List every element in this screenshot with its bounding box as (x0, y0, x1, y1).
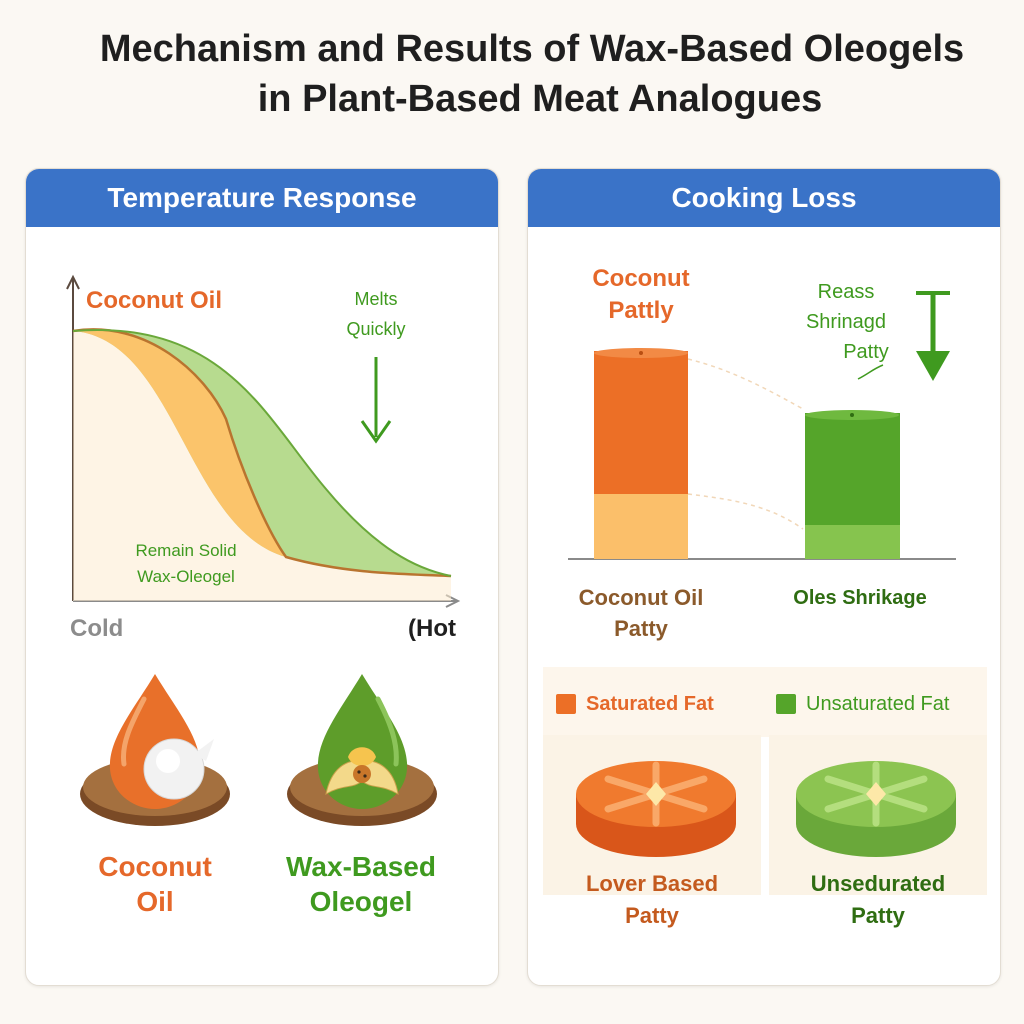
x-axis-hot-label: (Hot (408, 615, 456, 642)
main-title-line1: Mechanism and Results of Wax-Based Oleog… (99, 28, 965, 70)
left-patty-label-line1: Lover Based (585, 871, 719, 896)
cooking-loss-panel: Cooking Loss (527, 168, 1001, 986)
coconut-oil-icon-label-line2: Oil (136, 886, 174, 917)
oleogel-patty-bar (805, 410, 900, 559)
coconut-oil-patty-bar (594, 348, 688, 559)
reduction-down-arrow-icon (857, 291, 950, 381)
remain-solid-label-line2: Wax-Oleogel (137, 567, 235, 586)
saturated-fat-patty-icon (576, 761, 736, 857)
unsaturated-fat-patty-icon (796, 761, 956, 857)
reduced-shrinkage-label-line3: Patty (843, 341, 889, 363)
melts-quickly-label-line2: Quickly (346, 319, 406, 339)
wax-oleogel-curve (72, 329, 452, 577)
remain-solid-label-line1: Remain Solid (135, 541, 237, 560)
coconut-oil-curve-label: Coconut Oil (86, 287, 222, 314)
oleogel-bar-label: Oles Shrikage (793, 587, 927, 609)
coconut-oil-curve (72, 328, 452, 578)
coconut-patty-top-label-line1: Coconut (592, 265, 690, 292)
temperature-response-graph (66, 274, 461, 826)
coconut-patty-top-label-line2: Pattly (608, 297, 674, 324)
wax-oleogel-icon-label-line1: Wax-Based (286, 851, 436, 882)
melts-quickly-label-line1: Melts (354, 289, 398, 309)
coconut-bar-label-line1: Coconut Oil (578, 585, 704, 610)
fat-legend-row (543, 667, 987, 737)
cooking-loss-graph (556, 291, 956, 857)
cooking-loss-header: Cooking Loss (528, 169, 1000, 227)
unsaturated-fat-legend-swatch (776, 694, 796, 714)
temperature-response-panel: Temperature Response (25, 168, 499, 986)
left-patty-label-line2: Patty (625, 903, 679, 928)
coconut-oil-curve-area (73, 329, 286, 557)
saturated-fat-legend-swatch (556, 694, 576, 714)
main-title-line2: in Plant-Based Meat Analogues (257, 78, 823, 120)
coconut-bar-label-line2: Patty (614, 616, 668, 641)
reduced-shrinkage-label-line1: Reass (817, 281, 875, 303)
saturated-fat-legend-label: Saturated Fat (586, 693, 714, 715)
coconut-oil-drop-icon (80, 674, 230, 826)
reduced-shrinkage-label-line2: Shrinagd (805, 311, 887, 333)
unsaturated-fat-legend-label: Unsaturated Fat (806, 693, 950, 715)
wax-oleogel-drop-icon (287, 674, 437, 826)
melts-down-arrow-icon (360, 357, 392, 444)
right-patty-label-line1: Unsedurated (810, 871, 946, 896)
bar-connector-lines (687, 358, 804, 530)
coconut-oil-melt-area (73, 331, 451, 601)
x-axis-cold-label: Cold (70, 615, 124, 642)
right-patty-label-line2: Patty (851, 903, 905, 928)
coconut-oil-icon-label-line1: Coconut (98, 851, 212, 882)
wax-oleogel-icon-label-line2: Oleogel (309, 886, 413, 917)
temperature-response-header: Temperature Response (26, 169, 498, 227)
